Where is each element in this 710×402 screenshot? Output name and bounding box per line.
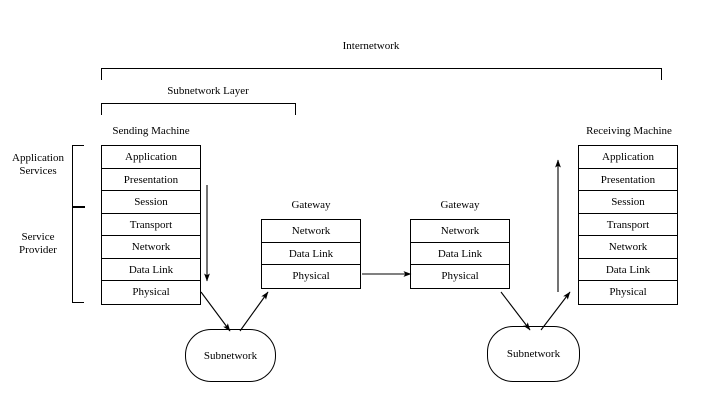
receiving-machine-title: Receiving Machine <box>586 125 672 137</box>
internetwork-label: Internetwork <box>342 40 400 52</box>
application-services-line2: Services <box>19 165 57 177</box>
subnetwork-to-receiving-arrow <box>540 291 571 331</box>
receiving-machine-stack: Application Presentation Session Transpo… <box>578 145 678 305</box>
internetwork-bracket <box>101 68 662 80</box>
sending-to-subnetwork-arrow <box>200 291 231 332</box>
sending-machine-title: Sending Machine <box>112 125 190 137</box>
gateway-right-to-subnetwork-arrow <box>500 291 531 331</box>
gateway-right-stack: Network Data Link Physical <box>410 219 510 289</box>
layer-row: Network <box>579 236 677 259</box>
sending-machine-stack: Application Presentation Session Transpo… <box>101 145 201 305</box>
layer-row: Data Link <box>579 259 677 281</box>
layer-row: Physical <box>441 270 479 282</box>
layer-row: Presentation <box>102 169 200 191</box>
gateway-left-title: Gateway <box>291 199 331 211</box>
subnetwork-left-label: Subnetwork <box>203 349 258 362</box>
stack-side-bracket <box>72 145 84 303</box>
gateway-left-stack: Network Data Link Physical <box>261 219 361 289</box>
layer-row: Physical <box>132 286 170 298</box>
stack-side-bracket-tick <box>72 206 85 208</box>
layer-row: Session <box>102 191 200 214</box>
layer-row: Physical <box>609 286 647 298</box>
service-provider-line1: Service <box>21 231 55 243</box>
layer-row: Session <box>579 191 677 214</box>
layer-row: Presentation <box>579 169 677 191</box>
subnetwork-left-node: Subnetwork <box>185 329 276 382</box>
service-provider-label: Service Provider <box>2 231 74 257</box>
layer-row: Network <box>411 220 509 243</box>
layer-row: Data Link <box>262 243 360 265</box>
layer-row: Transport <box>579 214 677 236</box>
subnetwork-right-label: Subnetwork <box>506 348 561 360</box>
layer-row: Data Link <box>102 259 200 281</box>
layer-row: Data Link <box>411 243 509 265</box>
layer-row: Application <box>579 146 677 169</box>
layer-row: Physical <box>292 270 330 282</box>
layer-row: Network <box>262 220 360 243</box>
subnetwork-layer-bracket <box>101 103 296 115</box>
gateway-right-title: Gateway <box>440 199 480 211</box>
subnetwork-layer-label: Subnetwork Layer <box>167 85 249 97</box>
application-services-line1: Application <box>12 152 64 164</box>
layer-row: Network <box>102 236 200 259</box>
application-services-label: Application Services <box>2 152 74 178</box>
service-provider-line2: Provider <box>19 244 57 256</box>
subnetwork-to-gateway-left-arrow <box>239 291 269 332</box>
subnetwork-right-node: Subnetwork <box>487 326 580 382</box>
layer-row: Application <box>102 146 200 169</box>
layer-row: Transport <box>102 214 200 236</box>
